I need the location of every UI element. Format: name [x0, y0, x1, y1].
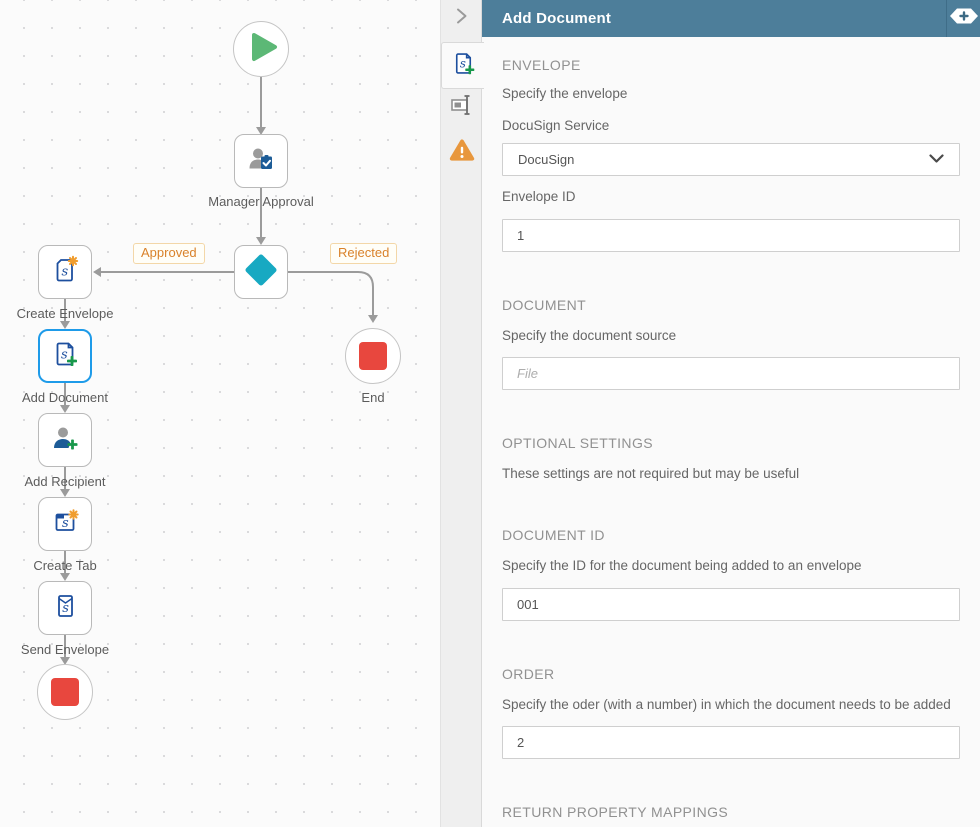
node-label: Add Recipient: [24, 474, 106, 489]
chevron-right-icon: [451, 5, 473, 32]
chevron-down-icon: [929, 152, 944, 167]
document-id-input[interactable]: [502, 588, 960, 621]
node-label: Create Tab: [33, 558, 97, 573]
node-start[interactable]: [233, 21, 289, 77]
section-heading-order: ORDER: [502, 666, 555, 682]
node-label: End: [361, 390, 385, 405]
node-add-recipient[interactable]: [38, 413, 92, 467]
order-input[interactable]: [502, 726, 960, 759]
svg-text:s: s: [62, 264, 69, 279]
create-tab-icon: s: [50, 507, 80, 542]
section-heading-return-mappings: RETURN PROPERTY MAPPINGS: [502, 804, 729, 820]
play-icon: [233, 19, 289, 80]
add-recipient-icon: [50, 423, 80, 458]
warning-triangle-icon: [449, 138, 475, 167]
svg-text:s: s: [61, 347, 68, 362]
section-heading-document-id: DOCUMENT ID: [502, 527, 605, 543]
rename-field-icon: [450, 94, 474, 121]
section-heading-optional: OPTIONAL SETTINGS: [502, 435, 653, 451]
node-create-tab[interactable]: s: [38, 497, 92, 551]
tab-warnings[interactable]: [441, 132, 483, 172]
node-send-envelope[interactable]: s: [38, 581, 92, 635]
section-heading-envelope: ENVELOPE: [502, 57, 581, 73]
document-description: Specify the document source: [502, 328, 677, 343]
envelope-id-label: Envelope ID: [502, 189, 576, 204]
docusign-service-value: DocuSign: [518, 152, 575, 167]
optional-description: These settings are not required but may …: [502, 466, 800, 481]
node-label: Add Document: [22, 390, 108, 405]
svg-text:s: s: [62, 601, 69, 616]
node-add-document[interactable]: s: [38, 329, 92, 383]
docusign-service-select[interactable]: DocuSign: [502, 143, 960, 176]
tab-rename[interactable]: [441, 89, 483, 125]
svg-text:s: s: [62, 516, 69, 531]
section-heading-document: DOCUMENT: [502, 297, 587, 313]
collapse-panel-button[interactable]: [441, 0, 483, 37]
plus-lens-icon: [949, 8, 978, 29]
node-end-bottom[interactable]: [37, 664, 93, 720]
create-envelope-icon: s: [50, 255, 80, 290]
panel-content: ENVELOPE Specify the envelope DocuSign S…: [482, 37, 980, 827]
tab-configuration[interactable]: s: [441, 42, 484, 89]
panel-title: Add Document: [502, 10, 612, 27]
node-manager-approval[interactable]: [234, 134, 288, 188]
document-source-input[interactable]: [502, 357, 960, 390]
add-document-icon: s: [50, 339, 80, 374]
branch-label-rejected[interactable]: Rejected: [330, 243, 398, 264]
workflow-connectors: [60, 77, 378, 665]
node-label: Manager Approval: [208, 194, 314, 209]
panel-tab-strip: s: [440, 0, 484, 827]
docusign-service-label: DocuSign Service: [502, 118, 610, 133]
node-label: Send Envelope: [20, 642, 110, 657]
config-panel: Add Document s: [440, 0, 980, 827]
node-label: Create Envelope: [16, 306, 114, 321]
svg-text:s: s: [459, 56, 465, 70]
branch-label-approved[interactable]: Approved: [133, 243, 205, 264]
node-decision[interactable]: [234, 245, 288, 299]
node-create-envelope[interactable]: s: [38, 245, 92, 299]
order-description: Specify the oder (with a number) in whic…: [502, 697, 951, 712]
node-end-rejected[interactable]: [345, 328, 401, 384]
add-mapping-button[interactable]: [946, 0, 980, 37]
panel-header: Add Document: [482, 0, 980, 37]
stop-icon: [359, 342, 387, 370]
document-id-description: Specify the ID for the document being ad…: [502, 558, 862, 573]
add-document-icon: s: [450, 50, 477, 82]
send-envelope-icon: s: [50, 591, 80, 626]
envelope-description: Specify the envelope: [502, 86, 628, 101]
stop-icon: [51, 678, 79, 706]
user-approval-icon: [246, 144, 276, 179]
workflow-canvas[interactable]: Manager Approval Approved Rejected s Cre…: [0, 0, 440, 827]
envelope-id-input[interactable]: [502, 219, 960, 252]
decision-diamond-icon: [234, 243, 288, 302]
